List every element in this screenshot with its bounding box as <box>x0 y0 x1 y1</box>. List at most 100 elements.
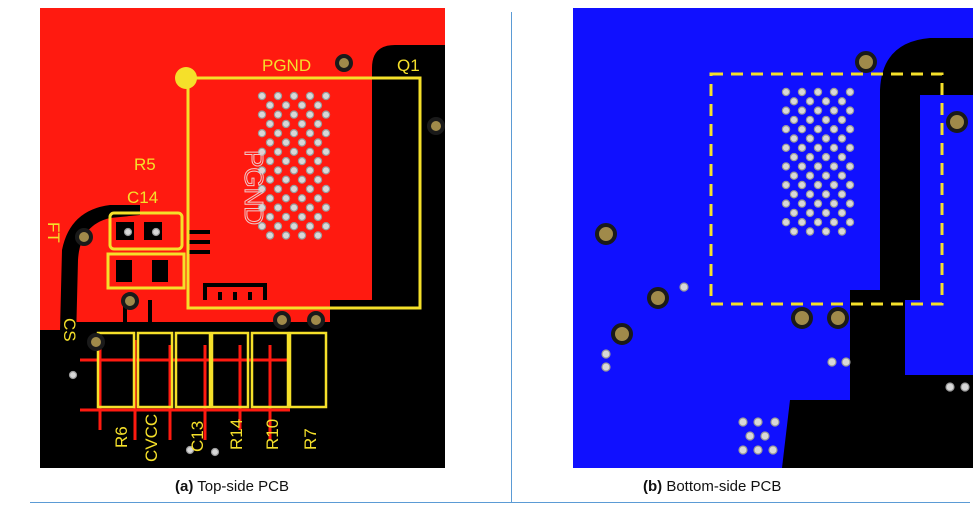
thermal-via <box>805 190 815 199</box>
via-pad <box>946 111 968 133</box>
thermal-via <box>837 97 847 106</box>
thermal-via <box>257 91 267 101</box>
thermal-via <box>257 166 267 175</box>
r5-pad-left <box>116 260 132 282</box>
thermal-via <box>265 156 275 166</box>
via-pad <box>647 287 669 309</box>
thermal-via <box>837 208 847 218</box>
thermal-via <box>837 115 847 125</box>
thermal-via <box>313 212 323 222</box>
thermal-via <box>797 180 807 190</box>
thermal-via <box>781 124 791 134</box>
thermal-via <box>829 180 839 190</box>
thermal-via <box>321 128 331 138</box>
thermal-via <box>313 101 323 110</box>
thermal-via <box>321 221 331 231</box>
label-r10: R10 <box>263 419 282 450</box>
small-via <box>68 370 78 380</box>
thermal-via <box>845 143 855 152</box>
thermal-via <box>805 97 815 106</box>
thermal-via <box>829 217 839 227</box>
thermal-via <box>813 162 823 171</box>
thermal-via <box>829 124 839 134</box>
q1-outline <box>186 76 422 310</box>
small-via <box>768 445 778 455</box>
thermal-via <box>297 138 307 147</box>
bottom-void-notch <box>905 95 920 300</box>
thermal-via <box>289 166 299 175</box>
thermal-via <box>821 208 831 218</box>
thermal-via <box>257 147 267 156</box>
thermal-via <box>265 119 275 129</box>
top-red-traces <box>80 340 290 440</box>
via-pad <box>427 117 445 135</box>
small-via <box>601 362 611 372</box>
thermal-via <box>297 101 307 110</box>
thermal-via <box>273 128 283 138</box>
thermal-via <box>257 221 267 231</box>
thermal-via <box>265 212 275 222</box>
thermal-via <box>289 147 299 156</box>
small-via <box>738 445 748 455</box>
thermal-via <box>281 101 291 110</box>
thermal-via <box>813 124 823 134</box>
thermal-via <box>829 87 839 97</box>
small-via <box>123 227 133 237</box>
via-pad <box>75 228 93 246</box>
label-pgnd-top: PGND <box>262 56 311 75</box>
thermal-via <box>289 128 299 138</box>
label-q1: Q1 <box>397 56 420 75</box>
thermal-via <box>789 97 799 106</box>
thermal-via <box>313 119 323 129</box>
via-pad <box>307 311 325 329</box>
thermal-via <box>297 156 307 166</box>
small-via <box>185 445 195 455</box>
panel-divider <box>511 12 512 502</box>
thermal-via <box>321 184 331 194</box>
via-pad <box>121 292 139 310</box>
thermal-via <box>305 203 315 212</box>
thermal-via <box>789 152 799 162</box>
thermal-via <box>265 101 275 110</box>
thermal-via <box>781 143 791 152</box>
thermal-via <box>305 166 315 175</box>
thermal-via <box>821 115 831 125</box>
top-void-right <box>290 45 445 468</box>
caption-bottom-side: (b) Bottom-side PCB <box>643 478 781 495</box>
thermal-via <box>781 180 791 190</box>
via-pad <box>335 54 353 72</box>
thermal-via <box>789 208 799 218</box>
thermal-via <box>281 156 291 166</box>
bottom-large-vias <box>595 51 970 455</box>
via-pad <box>611 323 633 345</box>
thermal-via <box>313 138 323 147</box>
thermal-via <box>297 194 307 203</box>
label-r14: R14 <box>227 419 246 450</box>
thermal-via <box>321 203 331 212</box>
small-via <box>601 349 611 359</box>
thermal-via <box>257 128 267 138</box>
r5-pad-right <box>152 260 168 282</box>
thermal-via <box>821 134 831 143</box>
thermal-via <box>797 217 807 227</box>
label-cs: CS <box>60 318 79 342</box>
thermal-via <box>273 184 283 194</box>
thermal-via <box>257 203 267 212</box>
thermal-via <box>289 110 299 119</box>
thermal-via <box>813 217 823 227</box>
r5-outline <box>106 252 186 290</box>
via-pad <box>855 51 877 73</box>
label-r7: R7 <box>301 428 320 450</box>
thermal-via <box>829 199 839 208</box>
via-pad <box>87 333 105 351</box>
label-r5: R5 <box>134 155 156 174</box>
thermal-via <box>781 87 791 97</box>
small-via <box>770 417 780 427</box>
thermal-via <box>797 106 807 115</box>
thermal-via <box>797 162 807 171</box>
thermal-via <box>281 231 291 240</box>
thermal-via <box>281 212 291 222</box>
thermal-via <box>313 156 323 166</box>
thermal-via <box>805 227 815 236</box>
thermal-via <box>313 194 323 203</box>
